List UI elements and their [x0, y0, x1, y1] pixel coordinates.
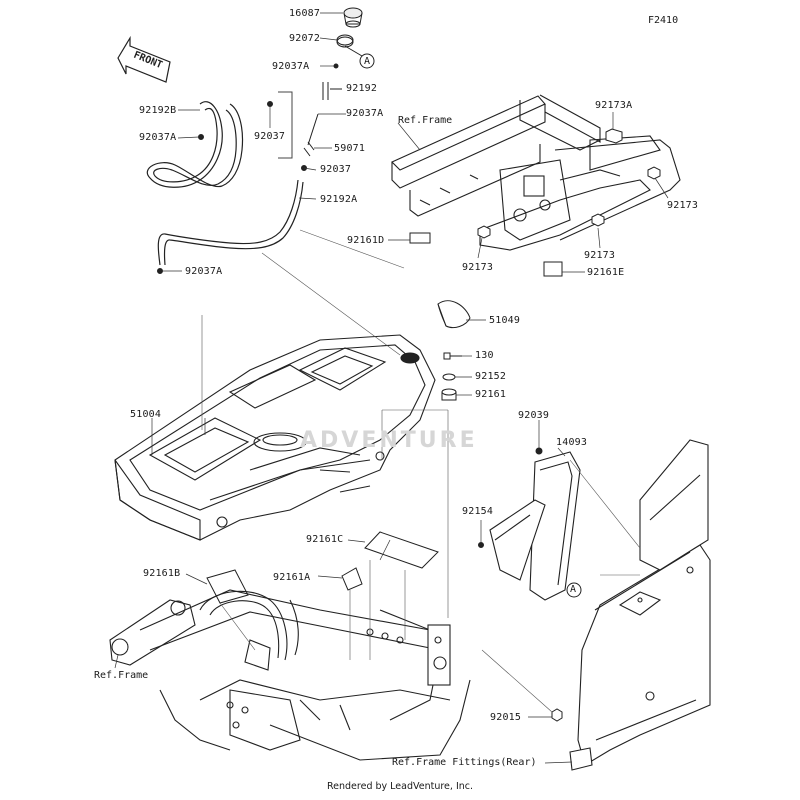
- ref-frame-top: Ref.Frame: [398, 115, 453, 126]
- part-label-92161[interactable]: 92161: [475, 389, 507, 400]
- fuel-tank-51004: [114, 334, 436, 541]
- part-label-92037A-mid[interactable]: 92037A: [346, 108, 384, 119]
- heat-shield-14093: [489, 451, 581, 601]
- bolt-130: [443, 352, 462, 360]
- breather-hose-92192A: [157, 179, 304, 266]
- part-label-92152[interactable]: 92152: [475, 371, 507, 382]
- part-label-51004[interactable]: 51004: [130, 409, 162, 420]
- nut-92173-group: [477, 166, 661, 239]
- part-label-92154[interactable]: 92154: [462, 506, 494, 517]
- callout-a-top-label: A: [364, 56, 371, 67]
- part-label-92192[interactable]: 92192: [346, 83, 378, 94]
- part-label-92173-center[interactable]: 92173: [584, 250, 616, 261]
- clamp-92037A-low: [157, 268, 163, 274]
- clamp-92037A-left: [198, 134, 204, 140]
- bolt-92154: [478, 542, 484, 548]
- frame-upper: [391, 94, 681, 251]
- leader-lines: [114, 12, 669, 764]
- callout-a-bottom: [566, 582, 582, 598]
- pad-92161B: [206, 569, 249, 604]
- ref-frame-fittings-rear: Ref.Frame Fittings(Rear): [392, 757, 537, 768]
- callout-a-top: [344, 45, 375, 69]
- part-label-92072[interactable]: 92072: [289, 33, 321, 44]
- pad-92161A: [341, 567, 363, 591]
- clamp-92037: [267, 101, 273, 107]
- part-label-92192B[interactable]: 92192B: [139, 105, 177, 116]
- fitting-59071: [303, 113, 319, 157]
- pad-92161E: [543, 261, 563, 277]
- footer-credit: Rendered by LeadVenture, Inc.: [326, 781, 474, 792]
- part-label-51049[interactable]: 51049: [489, 315, 521, 326]
- part-label-92161E[interactable]: 92161E: [587, 267, 625, 278]
- part-label-92015[interactable]: 92015: [490, 712, 522, 723]
- part-label-59071[interactable]: 59071: [334, 143, 366, 154]
- part-label-92037A-top[interactable]: 92037A: [272, 61, 310, 72]
- part-label-92161C[interactable]: 92161C: [306, 534, 344, 545]
- part-label-92037[interactable]: 92037: [254, 131, 286, 142]
- pipe-92192: [322, 82, 329, 100]
- damper-92161: [441, 388, 457, 401]
- ref-frame-left: Ref.Frame: [94, 670, 149, 681]
- part-label-130[interactable]: 130: [475, 350, 494, 361]
- pad-92161D: [409, 232, 431, 244]
- fuel-cap-16087: [343, 7, 363, 28]
- pad-92161C: [364, 531, 439, 569]
- part-label-16087[interactable]: 16087: [289, 8, 321, 19]
- ring-92072: [336, 34, 354, 48]
- bolt-92039: [535, 447, 543, 455]
- part-label-92037A-low[interactable]: 92037A: [185, 266, 223, 277]
- part-label-92161A[interactable]: 92161A: [273, 572, 311, 583]
- clamp-92037A-top: [333, 63, 339, 69]
- nut-92173A: [605, 128, 623, 144]
- part-label-92037A-left[interactable]: 92037A: [139, 132, 177, 143]
- frame-lower: [109, 589, 471, 761]
- part-label-92037-b[interactable]: 92037: [320, 164, 352, 175]
- washer-92152: [442, 373, 456, 381]
- part-label-92161D[interactable]: 92161D: [347, 235, 385, 246]
- part-label-92192A[interactable]: 92192A: [320, 194, 358, 205]
- rear-fittings-panel: [569, 439, 711, 771]
- watermark: ADVENTURE: [300, 428, 478, 453]
- protector-51049: [437, 300, 471, 329]
- breather-hose-92192B: [146, 101, 244, 188]
- nut-92015: [551, 708, 563, 722]
- part-label-92039[interactable]: 92039: [518, 410, 550, 421]
- assembly-lines: [201, 229, 641, 713]
- front-arrow-icon: FRONT: [117, 35, 171, 83]
- part-label-92173-left[interactable]: 92173: [462, 262, 494, 273]
- part-label-14093[interactable]: 14093: [556, 437, 588, 448]
- figure-code: F2410: [648, 15, 679, 26]
- part-label-92173A[interactable]: 92173A: [595, 100, 633, 111]
- part-label-92161B[interactable]: 92161B: [143, 568, 181, 579]
- part-label-92173-right[interactable]: 92173: [667, 200, 699, 211]
- callout-a-bottom-label: A: [570, 584, 577, 595]
